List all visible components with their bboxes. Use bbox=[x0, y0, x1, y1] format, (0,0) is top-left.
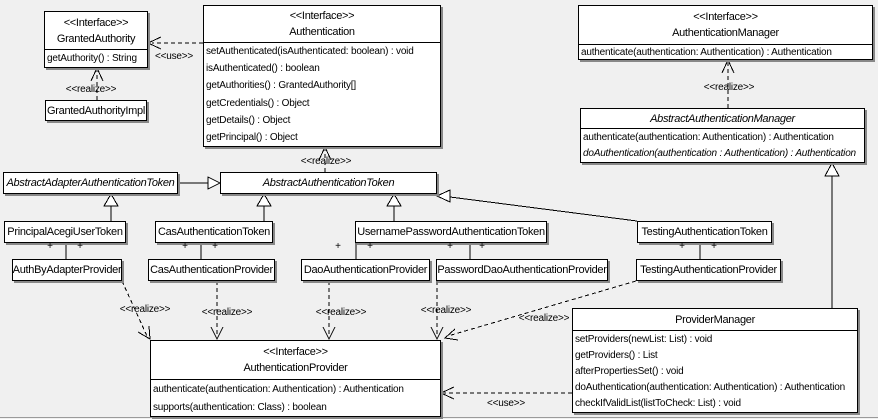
generalization-triangle bbox=[103, 193, 119, 207]
class-name: CasAuthenticationProvider bbox=[150, 264, 273, 276]
generalization-triangle bbox=[207, 176, 222, 190]
generalization-triangle bbox=[435, 189, 451, 203]
realize-label: <<realize>> bbox=[300, 156, 352, 167]
class-name: ProviderManager bbox=[675, 313, 755, 326]
realize-label: <<realize>> bbox=[703, 82, 755, 93]
multiplicity: + bbox=[447, 241, 453, 252]
realize-arrowhead bbox=[322, 326, 336, 341]
use-label: <<use>> bbox=[154, 51, 194, 62]
realize-arrowhead bbox=[90, 66, 104, 82]
class-name: TestingAuthenticationToken bbox=[641, 226, 768, 238]
realize-label: <<realize>> bbox=[119, 304, 171, 315]
multiplicity: + bbox=[212, 241, 218, 252]
class-cas-authentication-provider: CasAuthenticationProvider bbox=[148, 259, 275, 281]
class-principal-acegi-user-token: PrincipalAcegiUserToken bbox=[4, 221, 126, 243]
class-abstract-adapter-authentication-token: AbstractAdapterAuthenticationToken bbox=[3, 172, 178, 194]
realize-label: <<realize>> bbox=[420, 305, 472, 316]
class-name: Authentication bbox=[289, 26, 355, 38]
class-name: AuthByAdapterProvider bbox=[12, 264, 122, 276]
multiplicity: + bbox=[679, 241, 685, 252]
window-bottom-edge bbox=[0, 417, 878, 418]
realize-line-testing-provider bbox=[447, 280, 637, 337]
stereotype: <<Interface>> bbox=[289, 10, 355, 22]
method: authenticate(authentication: Authenticat… bbox=[581, 46, 832, 58]
class-abstract-authentication-manager: AbstractAuthenticationManager authentica… bbox=[580, 108, 865, 163]
stereotype: <<Interface>> bbox=[263, 346, 328, 358]
realize-arrowhead bbox=[721, 58, 735, 74]
class-testing-authentication-token: TestingAuthenticationToken bbox=[637, 221, 772, 243]
class-authentication: <<Interface>> Authentication setAuthenti… bbox=[203, 5, 441, 147]
multiplicity: + bbox=[335, 241, 341, 252]
stereotype: <<Interface>> bbox=[63, 16, 129, 29]
class-auth-by-adapter-provider: AuthByAdapterProvider bbox=[12, 259, 122, 281]
method: checkIfValidList(listToCheck: List) : vo… bbox=[575, 398, 741, 410]
multiplicity: + bbox=[47, 241, 53, 252]
class-name: GrantedAuthority bbox=[56, 32, 136, 45]
method: afterPropertiesSet() : void bbox=[575, 365, 684, 377]
class-name: AuthenticationManager bbox=[672, 27, 779, 39]
generalization-line-testing-to-abstract-token bbox=[449, 196, 638, 222]
realize-line-authbyadapter bbox=[121, 280, 148, 337]
class-name: CasAuthenticationToken bbox=[157, 226, 271, 238]
class-granted-authority: <<Interface>> GrantedAuthority getAuthor… bbox=[44, 11, 148, 68]
generalization-triangle bbox=[256, 193, 272, 207]
use-arrowhead bbox=[439, 386, 455, 400]
class-authentication-manager: <<Interface>> AuthenticationManager auth… bbox=[578, 5, 873, 60]
class-name: DaoAuthenticationProvider bbox=[303, 264, 428, 276]
method: supports(authentication: Class) : boolea… bbox=[153, 401, 327, 413]
class-dao-authentication-provider: DaoAuthenticationProvider bbox=[301, 259, 430, 281]
method: getAuthority() : String bbox=[47, 53, 137, 64]
class-name: GrantedAuthorityImpl bbox=[47, 104, 145, 117]
realize-label: <<realize>> bbox=[201, 307, 253, 318]
realize-label: <<realize>> bbox=[65, 84, 117, 95]
class-abstract-authentication-token: AbstractAuthenticationToken bbox=[220, 172, 437, 194]
class-name: AbstractAuthenticationManager bbox=[650, 112, 795, 125]
realize-arrowhead bbox=[318, 145, 332, 161]
class-testing-authentication-provider: TestingAuthenticationProvider bbox=[636, 259, 781, 281]
class-granted-authority-impl: GrantedAuthorityImpl bbox=[45, 100, 147, 121]
generalization-triangle bbox=[824, 161, 840, 177]
method: doAuthentication(authentication: Authent… bbox=[575, 382, 845, 394]
method: authenticate(authentication: Authenticat… bbox=[583, 131, 834, 143]
realize-label: <<realize>> bbox=[315, 307, 367, 318]
class-name: PasswordDaoAuthenticationProvider bbox=[437, 264, 607, 276]
realize-arrowhead bbox=[430, 326, 444, 341]
method: getCredentials() : Object bbox=[206, 97, 310, 109]
realize-arrowhead bbox=[137, 325, 151, 340]
multiplicity: + bbox=[367, 241, 373, 252]
stereotype: <<Interface>> bbox=[693, 11, 758, 23]
realize-arrowhead bbox=[443, 328, 459, 341]
class-name: TestingAuthenticationProvider bbox=[640, 264, 777, 276]
method: doAuthentication(authentication : Authen… bbox=[583, 148, 856, 160]
multiplicity: + bbox=[182, 241, 188, 252]
class-password-dao-authentication-provider: PasswordDaoAuthenticationProvider bbox=[436, 259, 608, 281]
method: getAuthorities() : GrantedAuthority[] bbox=[206, 80, 356, 92]
use-arrowhead bbox=[146, 36, 162, 50]
multiplicity: + bbox=[711, 241, 717, 252]
class-authentication-provider: <<Interface>> AuthenticationProvider aut… bbox=[150, 340, 441, 417]
method: setProviders(newList: List) : void bbox=[575, 333, 713, 345]
class-cas-authentication-token: CasAuthenticationToken bbox=[155, 221, 273, 243]
method: getPrincipal() : Object bbox=[206, 131, 298, 143]
method: getDetails() : Object bbox=[206, 114, 291, 126]
method: setAuthenticated(isAuthenticated: boolea… bbox=[206, 46, 414, 58]
generalization-triangle bbox=[386, 193, 402, 207]
class-name: PrincipalAcegiUserToken bbox=[7, 226, 123, 238]
method: authenticate(authentication: Authenticat… bbox=[153, 383, 404, 395]
realize-arrowhead bbox=[210, 326, 224, 341]
method: isAuthenticated() : boolean bbox=[206, 63, 320, 75]
multiplicity: + bbox=[479, 241, 485, 252]
use-label: <<use>> bbox=[486, 398, 526, 409]
class-provider-manager: ProviderManager setProviders(newList: Li… bbox=[572, 308, 858, 413]
class-username-password-authentication-token: UsernamePasswordAuthenticationToken bbox=[355, 221, 547, 243]
class-name: UsernamePasswordAuthenticationToken bbox=[357, 226, 545, 238]
realize-label: <<realize>> bbox=[518, 313, 570, 324]
method: getProviders() : List bbox=[575, 349, 658, 361]
multiplicity: + bbox=[77, 241, 83, 252]
class-name: AuthenticationProvider bbox=[243, 362, 348, 374]
class-name: AbstractAuthenticationToken bbox=[262, 177, 395, 189]
class-name: AbstractAdapterAuthenticationToken bbox=[6, 177, 175, 189]
